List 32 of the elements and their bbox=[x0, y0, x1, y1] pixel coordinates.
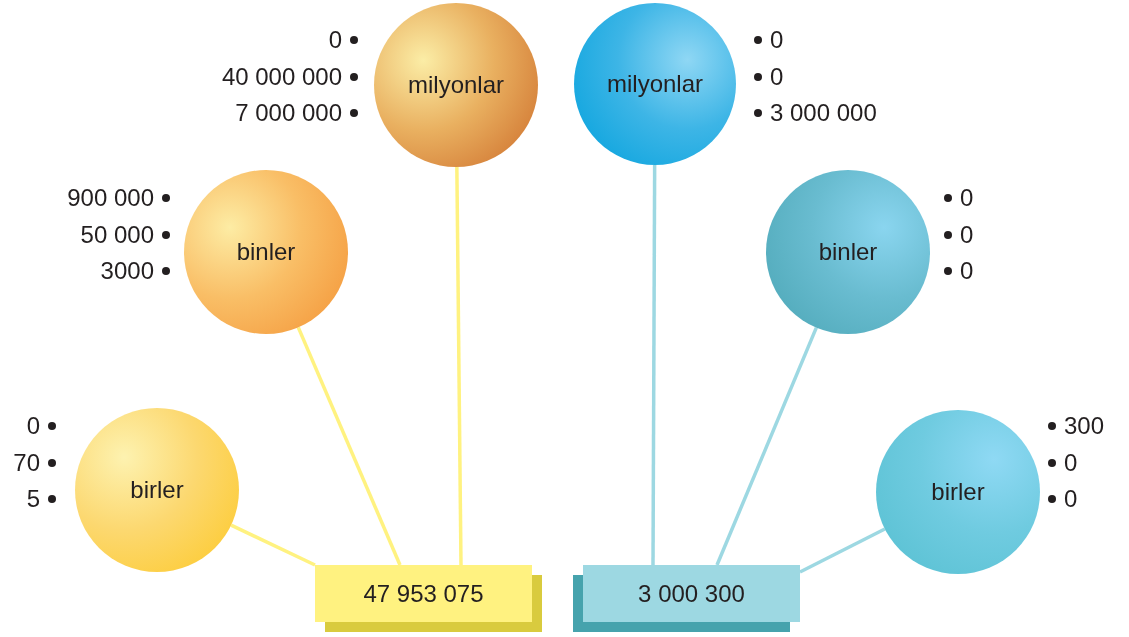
value-label: 0 bbox=[1064, 485, 1078, 513]
value-label: 3 000 000 bbox=[770, 99, 877, 127]
value-label: 0 bbox=[770, 62, 784, 91]
value-label: 7 000 000 bbox=[235, 99, 342, 127]
value-label: 70 bbox=[13, 448, 40, 477]
value-label: 0 bbox=[960, 184, 974, 212]
value-label: 40 000 000 bbox=[221, 62, 342, 91]
value-label: 5 bbox=[26, 485, 40, 513]
connector-line bbox=[455, 166, 463, 565]
value-label: 900 000 bbox=[67, 184, 154, 212]
connector-line bbox=[715, 326, 818, 566]
place-value-label: binler bbox=[818, 238, 878, 266]
connector-line bbox=[799, 527, 886, 574]
number-label: 47 953 075 bbox=[363, 579, 484, 608]
value-label: 0 bbox=[960, 257, 974, 285]
place-value-label: milyonlar bbox=[607, 70, 703, 98]
value-label: 50 000 bbox=[80, 220, 154, 249]
place-value-label: birler bbox=[130, 476, 184, 504]
connector-line bbox=[651, 165, 657, 565]
value-label: 3000 bbox=[100, 257, 154, 285]
place-value-label: binler bbox=[236, 238, 296, 266]
value-label: 0 bbox=[770, 26, 784, 54]
number-label: 3 000 300 bbox=[638, 579, 745, 608]
value-label: 0 bbox=[960, 220, 974, 249]
place-value-label: birler bbox=[931, 478, 985, 506]
place-value-label: milyonlar bbox=[408, 71, 504, 99]
connector-line bbox=[230, 523, 316, 567]
connector-line bbox=[296, 326, 402, 566]
value-label: 0 bbox=[328, 26, 342, 54]
value-label: 0 bbox=[26, 412, 40, 440]
value-label: 300 bbox=[1064, 412, 1105, 440]
value-label: 0 bbox=[1064, 448, 1078, 477]
